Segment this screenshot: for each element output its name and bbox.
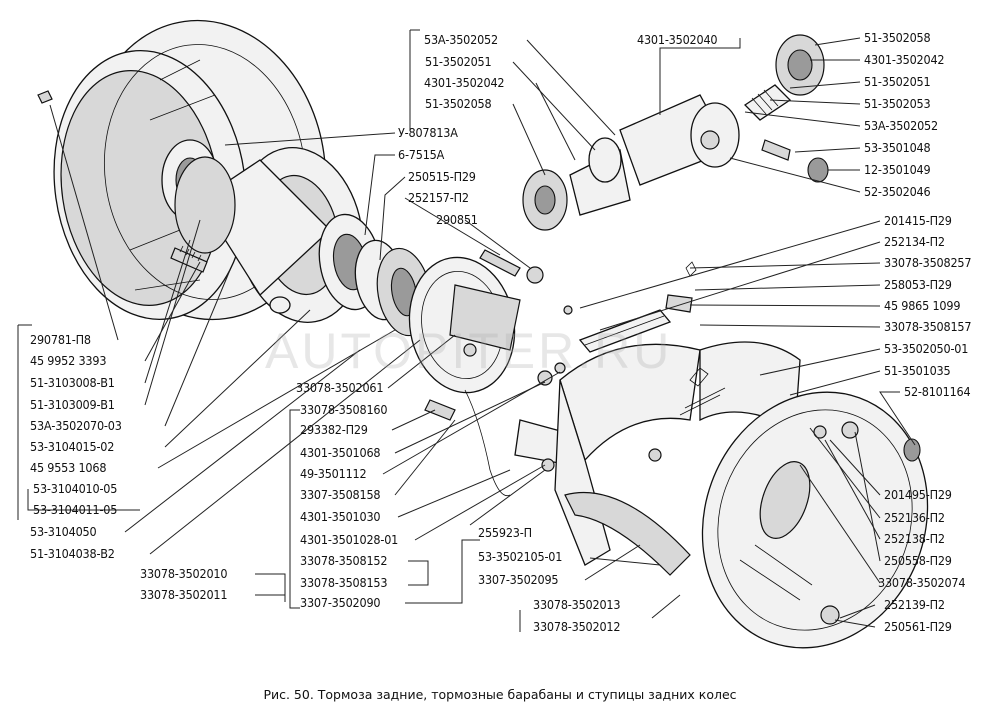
watermark: AUTOPITER.RU: [265, 323, 673, 379]
part-label: 53-3104011-05: [33, 502, 118, 517]
part-label: 255923-П: [478, 525, 532, 540]
part-label: 51-3502051: [864, 74, 931, 89]
part-label: 53-3502105-01: [478, 549, 563, 564]
part-label: 33078-3508160: [300, 402, 388, 417]
part-label: 3307-3502090: [300, 595, 381, 610]
part-label: 45 9952 3393: [30, 353, 107, 368]
part-label: 45 9865 1099: [884, 298, 961, 313]
part-label: 33078-3502013: [533, 597, 621, 612]
part-label: 201495-П29: [884, 487, 952, 502]
part-label: 3307-3508158: [300, 487, 381, 502]
figure-caption: Рис. 50. Тормоза задние, тормозные бараб…: [263, 687, 737, 702]
part-label: 33078-3508157: [884, 319, 972, 334]
backing-plate: [701, 391, 929, 649]
part-label: 51-3502053: [864, 96, 931, 111]
part-label: 53А-3502052: [864, 118, 938, 133]
part-label: 33078-3502010: [140, 566, 228, 581]
part-label: 51-3103009-В1: [30, 397, 115, 412]
part-label: 51-3501035: [884, 363, 951, 378]
part-label: 51-3502058: [425, 96, 492, 111]
part-label: 4301-3501028-01: [300, 532, 399, 547]
part-label: 6-7515А: [398, 147, 445, 162]
part-label: 290781-П8: [30, 332, 91, 347]
part-label: 53-3104010-05: [33, 481, 118, 496]
brake-shoes: [554, 341, 801, 576]
part-label: 252136-П2: [884, 510, 945, 525]
part-label: 33078-3508257: [884, 255, 972, 270]
part-label: 33078-3502011: [140, 587, 228, 602]
part-label: 252157-П2: [408, 190, 469, 205]
part-label: 250558-П29: [884, 553, 952, 568]
part-label: 4301-3502042: [864, 52, 945, 67]
part-label: 293382-П29: [300, 422, 368, 437]
part-label: 33078-3502012: [533, 619, 621, 634]
leader-lines: [17, 29, 916, 632]
part-label: 201415-П29: [884, 213, 952, 228]
part-label: 45 9553 1068: [30, 460, 107, 475]
part-label: 258053-П29: [884, 277, 952, 292]
part-label: 53-3501048: [864, 140, 931, 155]
part-label: 51-3502051: [425, 54, 492, 69]
wheel-cylinder: [522, 34, 829, 231]
part-label: 52-3502046: [864, 184, 931, 199]
part-label: 4301-3502040: [637, 32, 718, 47]
part-label: 33078-3508153: [300, 575, 388, 590]
part-label: 51-3104038-В2: [30, 546, 115, 561]
part-label: 252139-П2: [884, 597, 945, 612]
part-label: 53-3502050-01: [884, 341, 969, 356]
dust-shield: [408, 256, 521, 394]
part-label: У-807813А: [398, 125, 458, 140]
part-label: 33078-3502074: [878, 575, 966, 590]
part-label: 250515-П29: [408, 169, 476, 184]
part-label: 290851: [436, 212, 478, 227]
part-label: 53А-3502052: [424, 32, 498, 47]
part-label: 252138-П2: [884, 531, 945, 546]
part-label: 3307-3502095: [478, 572, 559, 587]
part-label: 33078-3502061: [296, 380, 384, 395]
part-label: 4301-3502042: [424, 75, 505, 90]
part-label: 252134-П2: [884, 234, 945, 249]
part-label: 51-3502058: [864, 30, 931, 45]
part-label: 12-3501049: [864, 162, 931, 177]
part-label: 51-3103008-В1: [30, 375, 115, 390]
part-label: 250561-П29: [884, 619, 952, 634]
part-label: 4301-3501030: [300, 509, 381, 524]
part-label: 4301-3501068: [300, 445, 381, 460]
part-label: 52-8101164: [904, 384, 971, 399]
fasteners: [424, 249, 573, 421]
part-label: 53А-3502070-03: [30, 418, 122, 433]
part-label: 49-3501112: [300, 466, 367, 481]
part-label: 53-3104050: [30, 524, 97, 539]
part-label: 33078-3508152: [300, 553, 388, 568]
part-label: 53-3104015-02: [30, 439, 115, 454]
